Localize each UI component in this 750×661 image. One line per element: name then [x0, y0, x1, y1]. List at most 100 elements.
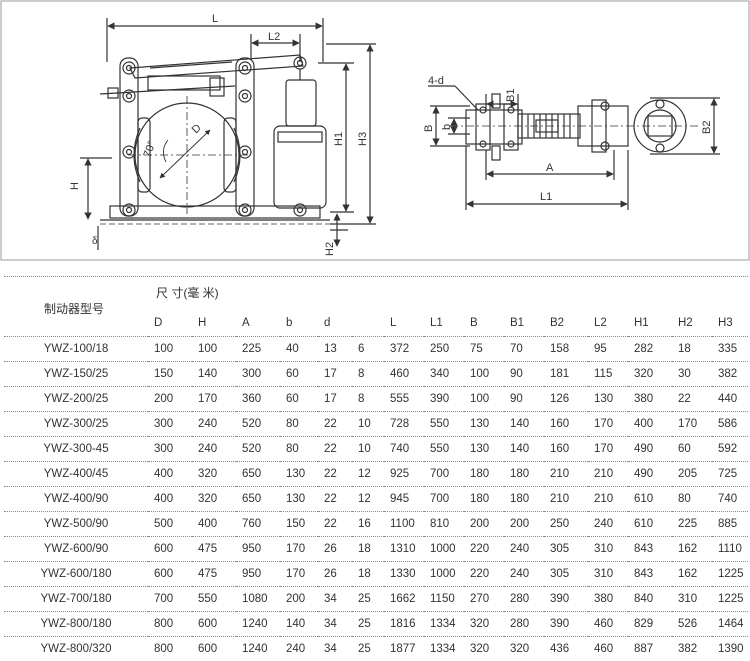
value-cell: 240	[504, 537, 544, 562]
value-cell: 210	[588, 462, 628, 487]
value-cell: 280	[504, 587, 544, 612]
value-cell: 25	[352, 612, 384, 637]
value-cell: 400	[628, 412, 672, 437]
value-cell: 526	[672, 612, 712, 637]
value-cell: 240	[280, 637, 318, 661]
value-cell: 320	[192, 487, 236, 512]
value-cell: 162	[672, 562, 712, 587]
value-cell: 382	[712, 362, 748, 387]
value-cell: 372	[384, 337, 424, 362]
value-cell: 520	[236, 412, 280, 437]
label-B2: B2	[701, 121, 713, 134]
label-H3: H3	[357, 132, 369, 146]
value-cell: 100	[148, 337, 192, 362]
model-cell: YWZ-800/320	[4, 637, 148, 661]
value-cell: 10	[352, 437, 384, 462]
value-cell: 170	[588, 437, 628, 462]
value-cell: 550	[424, 412, 464, 437]
value-cell: 8	[352, 387, 384, 412]
value-cell: 1662	[384, 587, 424, 612]
value-cell: 18	[352, 562, 384, 587]
value-cell: 22	[318, 462, 352, 487]
value-cell: 300	[148, 437, 192, 462]
model-cell: YWZ-700/180	[4, 587, 148, 612]
value-cell: 310	[672, 587, 712, 612]
model-cell: YWZ-300/25	[4, 412, 148, 437]
value-cell: 130	[464, 437, 504, 462]
value-cell: 170	[588, 412, 628, 437]
value-cell: 586	[712, 412, 748, 437]
value-cell: 740	[384, 437, 424, 462]
value-cell: 310	[588, 562, 628, 587]
value-cell: 440	[712, 387, 748, 412]
value-cell: 390	[544, 612, 588, 637]
value-cell: 40	[280, 337, 318, 362]
value-cell: 22	[318, 512, 352, 537]
value-cell: 170	[280, 562, 318, 587]
value-cell: 8	[352, 362, 384, 387]
column-header-spacer	[4, 310, 148, 337]
label-L1: L1	[540, 191, 552, 203]
label-H: H	[69, 182, 81, 190]
value-cell: 650	[236, 487, 280, 512]
value-cell: 30	[672, 362, 712, 387]
column-header: D	[148, 310, 192, 337]
value-cell: 22	[318, 437, 352, 462]
value-cell: 205	[672, 462, 712, 487]
value-cell: 100	[464, 387, 504, 412]
value-cell: 1816	[384, 612, 424, 637]
value-cell: 1330	[384, 562, 424, 587]
value-cell: 180	[504, 462, 544, 487]
model-cell: YWZ-300-45	[4, 437, 148, 462]
value-cell: 885	[712, 512, 748, 537]
value-cell: 210	[544, 462, 588, 487]
column-header-row: D H A b d L L1 B B1 B2 L2 H1 H2 H3	[4, 310, 748, 337]
label-B1: B1	[505, 89, 517, 102]
value-cell: 280	[504, 612, 544, 637]
value-cell: 70	[504, 337, 544, 362]
value-cell: 305	[544, 537, 588, 562]
value-cell: 1464	[712, 612, 748, 637]
value-cell: 90	[504, 387, 544, 412]
model-cell: YWZ-100/18	[4, 337, 148, 362]
value-cell: 130	[464, 412, 504, 437]
value-cell: 25	[352, 637, 384, 661]
value-cell: 126	[544, 387, 588, 412]
model-cell: YWZ-600/180	[4, 562, 148, 587]
value-cell: 460	[384, 362, 424, 387]
value-cell: 150	[280, 512, 318, 537]
value-cell: 25	[352, 587, 384, 612]
value-cell: 400	[148, 487, 192, 512]
value-cell: 100	[464, 362, 504, 387]
column-header: d	[318, 310, 352, 337]
value-cell: 12	[352, 462, 384, 487]
value-cell: 140	[280, 612, 318, 637]
value-cell: 10	[352, 412, 384, 437]
value-cell: 1240	[236, 612, 280, 637]
column-header: B1	[504, 310, 544, 337]
column-header: B2	[544, 310, 588, 337]
model-cell: YWZ-400/90	[4, 487, 148, 512]
value-cell: 170	[280, 537, 318, 562]
value-cell: 160	[544, 412, 588, 437]
value-cell: 600	[192, 612, 236, 637]
value-cell: 600	[148, 562, 192, 587]
value-cell: 460	[588, 612, 628, 637]
value-cell: 180	[464, 487, 504, 512]
value-cell: 887	[628, 637, 672, 661]
column-header: H	[192, 310, 236, 337]
value-cell: 181	[544, 362, 588, 387]
value-cell: 60	[280, 387, 318, 412]
value-cell: 100	[192, 337, 236, 362]
value-cell: 475	[192, 562, 236, 587]
value-cell: 475	[192, 537, 236, 562]
value-cell: 300	[236, 362, 280, 387]
value-cell: 1390	[712, 637, 748, 661]
model-cell: YWZ-500/90	[4, 512, 148, 537]
value-cell: 130	[280, 462, 318, 487]
value-cell: 22	[318, 412, 352, 437]
